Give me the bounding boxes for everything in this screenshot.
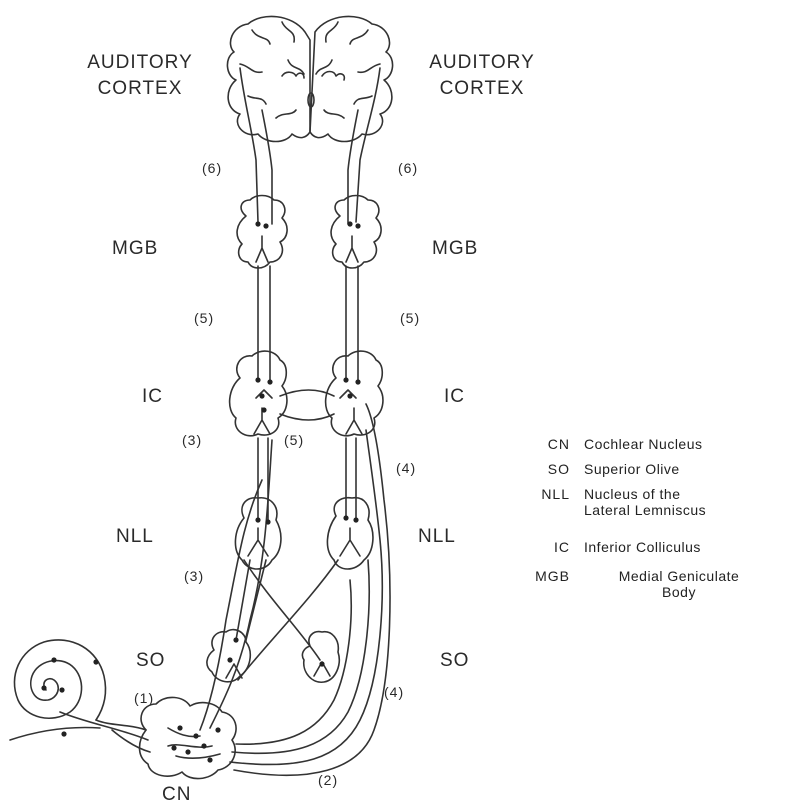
pathway-4-lower: (4) — [384, 684, 404, 700]
cortex-right-line1: AUDITORY — [412, 50, 552, 76]
pathway-6-left: (6) — [202, 160, 222, 176]
pathway-5-right: (5) — [400, 310, 420, 326]
legend-def-so: Superior Olive — [584, 461, 680, 477]
pathway-5-left: (5) — [194, 310, 214, 326]
legend-abbr-ic: IC — [524, 539, 570, 555]
legend-abbr-mgb: MGB — [524, 568, 570, 584]
legend-def-nll-line2: Lateral Lemniscus — [584, 502, 706, 518]
legend-abbr-so: SO — [524, 461, 570, 477]
legend-def-mgb-line1: Medial Geniculate — [584, 568, 774, 584]
legend-def-cn: Cochlear Nucleus — [584, 436, 703, 452]
mgb-left-body — [237, 196, 287, 269]
cortex-left-line2: CORTEX — [70, 76, 210, 102]
legend-def-ic: Inferior Colliculus — [584, 539, 701, 555]
legend-def-mgb-line2: Body — [584, 584, 774, 600]
pathway-3-lower: (3) — [184, 568, 204, 584]
so-right-body — [302, 632, 339, 683]
brain-outline-right — [310, 16, 393, 141]
legend-def-nll-line1: Nucleus of the — [584, 486, 706, 502]
legend-def-mgb: Medial Geniculate Body — [584, 568, 774, 600]
brain-outline — [227, 16, 310, 141]
pathway-1: (1) — [134, 690, 154, 706]
cortex-right-label: AUDITORY CORTEX — [412, 50, 552, 102]
pathway-6-right: (6) — [398, 160, 418, 176]
cortex-left-line1: AUDITORY — [70, 50, 210, 76]
pathway-2: (2) — [318, 772, 338, 788]
mgb-left-label: MGB — [112, 238, 158, 260]
nll-left-label: NLL — [116, 526, 154, 548]
ic-right-label: IC — [444, 386, 465, 408]
legend-abbr-cn: CN — [524, 436, 570, 452]
so-right-label: SO — [440, 650, 469, 672]
mgb-right-label: MGB — [432, 238, 478, 260]
nll-right-label: NLL — [418, 526, 456, 548]
pathway-5-center: (5) — [284, 432, 304, 448]
cn-label: CN — [162, 784, 191, 806]
cortex-right-line2: CORTEX — [412, 76, 552, 102]
legend-def-nll: Nucleus of the Lateral Lemniscus — [584, 486, 706, 518]
ic-left-label: IC — [142, 386, 163, 408]
pathway-4-upper: (4) — [396, 460, 416, 476]
so-left-label: SO — [136, 650, 165, 672]
ic-right-body — [326, 351, 383, 436]
cn-body — [140, 697, 237, 778]
cochlea-spiral — [14, 640, 105, 720]
cortex-left-label: AUDITORY CORTEX — [70, 50, 210, 102]
pathway-3-upper: (3) — [182, 432, 202, 448]
legend-abbr-nll: NLL — [524, 486, 570, 502]
